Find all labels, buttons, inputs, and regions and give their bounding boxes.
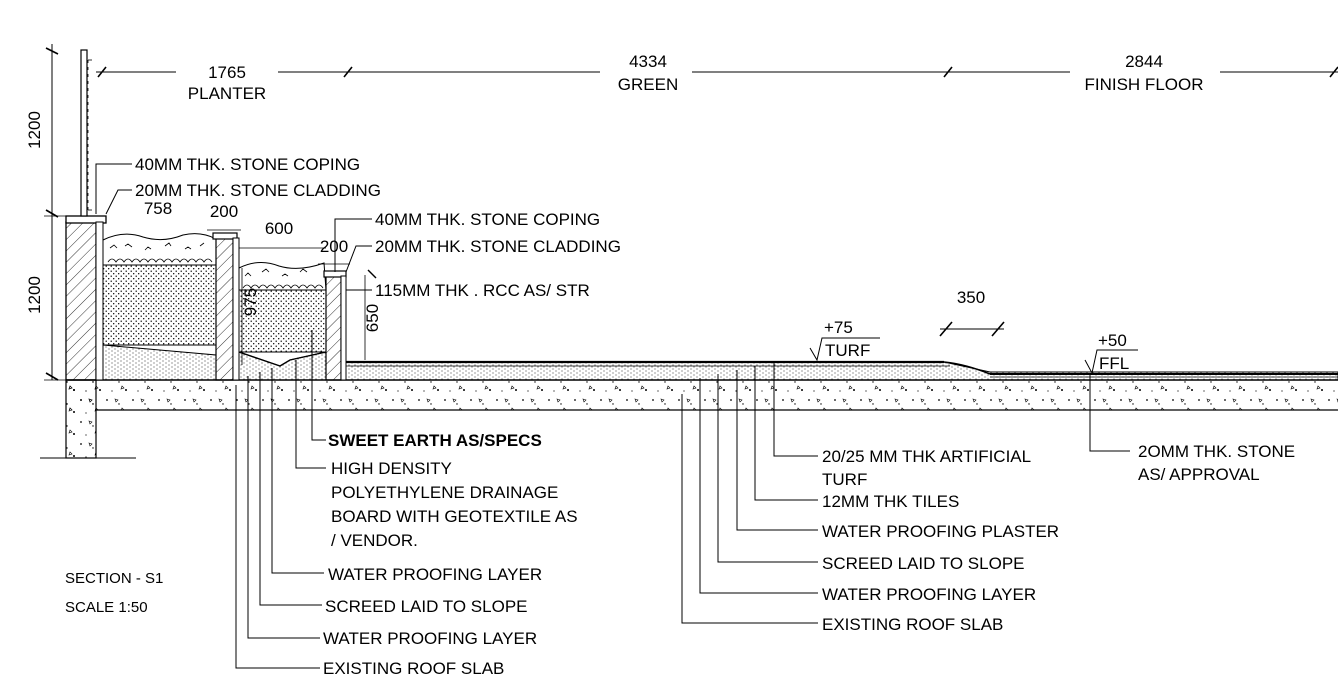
planter-inner-wall — [323, 270, 347, 381]
label-tiles: 12MM THK TILES — [822, 492, 959, 511]
dim-planter-value: 1765 — [208, 63, 246, 82]
label-stone-2: AS/ APPROVAL — [1138, 465, 1260, 484]
label-cladding-2: 20MM THK. STONE CLADDING — [375, 237, 621, 256]
level-turf-value: +75 — [824, 318, 853, 337]
label-green-wp: WATER PROOFING LAYER — [822, 585, 1036, 604]
dim-height-bottom: 1200 — [25, 276, 44, 314]
upper-planter — [102, 233, 217, 381]
dim-floor-value: 2844 — [1125, 52, 1163, 71]
level-turf-label: TURF — [825, 341, 870, 360]
label-green-slab: EXISTING ROOF SLAB — [822, 615, 1003, 634]
dim-green-label: GREEN — [618, 75, 678, 94]
green-buildup — [345, 360, 1338, 381]
label-drainage-1: HIGH DENSITY — [331, 459, 452, 478]
label-coping-1: 40MM THK. STONE COPING — [135, 155, 360, 174]
dim-200-a: 200 — [210, 202, 238, 221]
label-rcc: 115MM THK . RCC AS/ STR — [375, 281, 590, 300]
dim-floor-label: FINISH FLOOR — [1084, 75, 1203, 94]
dim-200-b: 200 — [320, 237, 348, 256]
label-coping-2: 40MM THK. STONE COPING — [375, 210, 600, 229]
top-dimension-line — [96, 66, 1338, 78]
planter-outer-wall — [65, 49, 107, 381]
label-drainage-3: BOARD WITH GEOTEXTILE AS — [331, 507, 578, 526]
label-sweet-earth: SWEET EARTH AS/SPECS — [328, 431, 542, 450]
dim-350: 350 — [957, 288, 985, 307]
level-ffl-value: +50 — [1098, 331, 1127, 350]
top-callout-leaders — [95, 163, 372, 291]
dim-green-value: 4334 — [629, 52, 667, 71]
section-scale: SCALE 1:50 — [65, 599, 148, 616]
dim-650-tick — [367, 269, 377, 279]
floor-callout-leader — [1089, 374, 1130, 452]
level-ffl-label: FFL — [1099, 354, 1129, 373]
dim-758: 758 — [144, 199, 172, 218]
planter-middle-wall — [212, 232, 240, 381]
label-drainage-4: / VENDOR. — [331, 531, 418, 550]
label-drainage-2: POLYETHYLENE DRAINAGE — [331, 483, 558, 502]
section-title: SECTION - S1 — [65, 570, 163, 587]
label-green-screed: SCREED LAID TO SLOPE — [822, 554, 1025, 573]
label-turf-1: 20/25 MM THK ARTIFICIAL — [822, 447, 1031, 466]
label-wp-plaster: WATER PROOFING PLASTER — [822, 522, 1059, 541]
label-planter-wp-1: WATER PROOFING LAYER — [328, 565, 542, 584]
label-planter-slab: EXISTING ROOF SLAB — [323, 659, 504, 678]
label-turf-2: TURF — [822, 470, 867, 489]
dim-height-top: 1200 — [25, 111, 44, 149]
planter-callout-leaders — [235, 330, 326, 669]
existing-roof-slab — [40, 379, 1338, 459]
label-cladding-1: 20MM THK. STONE CLADDING — [135, 181, 381, 200]
label-stone-1: 2OMM THK. STONE — [1138, 442, 1295, 461]
level-marker-turf — [809, 337, 880, 362]
dim-600: 600 — [265, 219, 293, 238]
lower-planter — [238, 262, 327, 381]
level-marker-ffl — [1084, 349, 1138, 375]
dim-650: 650 — [363, 304, 382, 332]
dim-350-line — [939, 321, 1005, 337]
label-planter-screed: SCREED LAID TO SLOPE — [325, 597, 528, 616]
green-callout-leaders — [681, 362, 818, 624]
label-planter-wp-2: WATER PROOFING LAYER — [323, 629, 537, 648]
dim-975: 975 — [241, 288, 260, 316]
dim-planter-label: PLANTER — [188, 84, 266, 103]
vertical-dimension-line — [44, 44, 66, 381]
